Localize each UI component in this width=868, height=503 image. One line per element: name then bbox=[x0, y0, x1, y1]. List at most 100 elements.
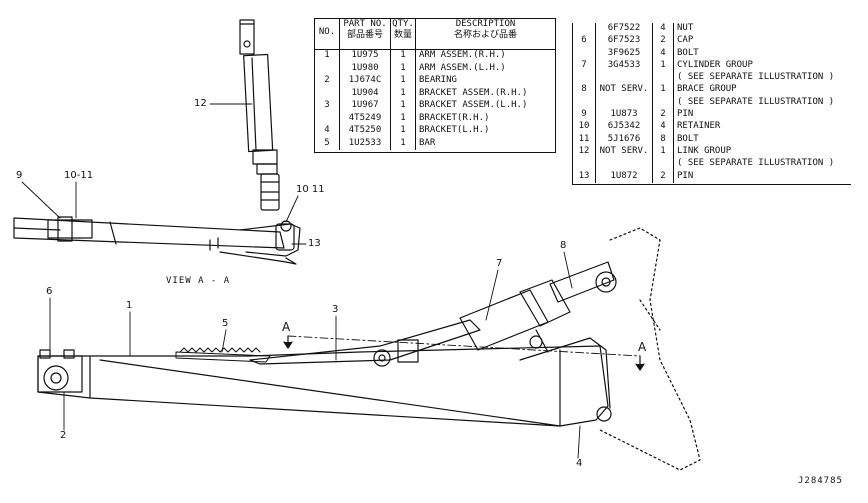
cell-qty: 4 bbox=[653, 47, 674, 60]
cell-description: CYLINDER GROUP bbox=[677, 59, 753, 70]
cell-part-no: 1U873 bbox=[596, 109, 653, 122]
cell-description: BRACKET ASSEM.(L.H.) bbox=[419, 100, 528, 110]
header-qty: QTY. 数量 bbox=[391, 19, 416, 49]
cell-description: PIN bbox=[677, 109, 694, 120]
cell-qty: 4 bbox=[653, 23, 674, 36]
cell-description: BEARING bbox=[419, 75, 457, 85]
cell-description: ( SEE SEPARATE ILLUSTRATION ) bbox=[677, 158, 835, 169]
cell-part-no: 4T5250 bbox=[340, 125, 391, 138]
cell-part-no: 1U872 bbox=[596, 170, 653, 183]
cell-no: 4 bbox=[315, 125, 340, 138]
cell-part-no: 3F9625 bbox=[596, 47, 653, 60]
cell-no: 7 bbox=[573, 59, 596, 73]
section-line bbox=[287, 335, 641, 357]
cell-part-no: 5J1676 bbox=[596, 133, 653, 146]
cell-qty: 1 bbox=[391, 87, 416, 100]
cell-no: 1 bbox=[315, 50, 340, 63]
callout-12: 12 bbox=[194, 98, 207, 109]
leader-lines bbox=[21, 103, 581, 459]
cell-description: BOLT bbox=[677, 47, 699, 58]
header-no: NO. bbox=[315, 19, 340, 49]
cell-no: 5 bbox=[315, 137, 340, 150]
cell-no: 8 bbox=[573, 84, 596, 97]
cell-part-no: NOT SERV. bbox=[596, 84, 653, 97]
cell-description: ( SEE SEPARATE ILLUSTRATION ) bbox=[677, 96, 835, 107]
table-row: ( SEE SEPARATE ILLUSTRATION ) bbox=[573, 158, 851, 171]
callout-5: 5 bbox=[222, 318, 229, 329]
cell-description: BAR bbox=[419, 137, 436, 148]
view-a-a-arm bbox=[13, 216, 301, 265]
table-row: ( SEE SEPARATE ILLUSTRATION ) bbox=[573, 72, 851, 85]
rack-bar-part bbox=[175, 347, 271, 363]
cell-description: ARM ASSEM.(L.H.) bbox=[419, 62, 506, 73]
link-group-part bbox=[239, 19, 280, 211]
header-part-no: PART NO. 部品番号 bbox=[340, 19, 391, 49]
cell-description: BRACKET(L.H.) bbox=[419, 125, 490, 135]
callout-7: 7 bbox=[496, 258, 503, 269]
callout-10-11-left: 10-11 bbox=[64, 170, 94, 181]
cell-qty: 1 bbox=[391, 100, 416, 113]
cell-qty: 1 bbox=[391, 50, 416, 63]
cell-part-no: NOT SERV. bbox=[596, 145, 653, 159]
cell-no: 2 bbox=[315, 75, 340, 88]
cell-part-no: 6F7522 bbox=[596, 23, 653, 36]
callout-9: 9 bbox=[16, 170, 23, 181]
view-caption: VIEW A - A bbox=[166, 276, 231, 286]
cell-no: 3 bbox=[315, 100, 340, 113]
cell-qty: 2 bbox=[653, 170, 674, 183]
callout-4: 4 bbox=[576, 458, 583, 469]
cell-no: 10 bbox=[573, 121, 596, 134]
cell-description: BRACKET ASSEM.(R.H.) bbox=[419, 87, 528, 98]
callout-3: 3 bbox=[332, 304, 339, 315]
cell-no bbox=[315, 112, 340, 125]
cell-qty: 1 bbox=[391, 125, 416, 138]
cell-qty: 1 bbox=[391, 137, 416, 150]
callout-8: 8 bbox=[560, 240, 567, 251]
cell-no: 12 bbox=[573, 145, 596, 159]
cell-qty: 1 bbox=[391, 75, 416, 88]
cell-part-no: 1U2533 bbox=[340, 137, 391, 150]
cell-description: BRACKET(R.H.) bbox=[419, 112, 490, 123]
cell-part-no: 1U967 bbox=[340, 100, 391, 113]
cell-description: CAP bbox=[677, 35, 694, 46]
drawing-number: J284785 bbox=[798, 476, 843, 486]
cell-qty bbox=[653, 158, 674, 171]
cell-qty: 2 bbox=[653, 109, 674, 122]
cell-part-no: 4T5249 bbox=[340, 112, 391, 125]
cell-no: 13 bbox=[573, 170, 596, 183]
callout-13: 13 bbox=[308, 238, 321, 249]
cell-part-no: 3G4533 bbox=[596, 59, 653, 73]
callout-6: 6 bbox=[46, 286, 53, 297]
cell-description: BOLT bbox=[677, 133, 699, 144]
cell-description: LINK GROUP bbox=[677, 145, 732, 156]
cell-qty bbox=[653, 72, 674, 85]
cell-no bbox=[315, 87, 340, 100]
cell-no: 11 bbox=[573, 133, 596, 146]
cell-part-no: 6J5342 bbox=[596, 121, 653, 134]
cell-qty: 4 bbox=[653, 121, 674, 134]
callout-10-11-right: 10 11 bbox=[296, 184, 325, 195]
brace-part bbox=[249, 319, 481, 367]
section-arrows bbox=[283, 335, 645, 371]
cell-qty: 8 bbox=[653, 133, 674, 146]
cell-part-no: 1U980 bbox=[340, 62, 391, 75]
cell-qty: 1 bbox=[653, 59, 674, 73]
parts-table-1: NO. PART NO. 部品番号 QTY. 数量 DESCRIPTION 名称… bbox=[314, 18, 556, 153]
cell-no: 9 bbox=[573, 109, 596, 122]
cell-description: BRACE GROUP bbox=[677, 84, 737, 95]
cell-part-no bbox=[596, 158, 653, 171]
